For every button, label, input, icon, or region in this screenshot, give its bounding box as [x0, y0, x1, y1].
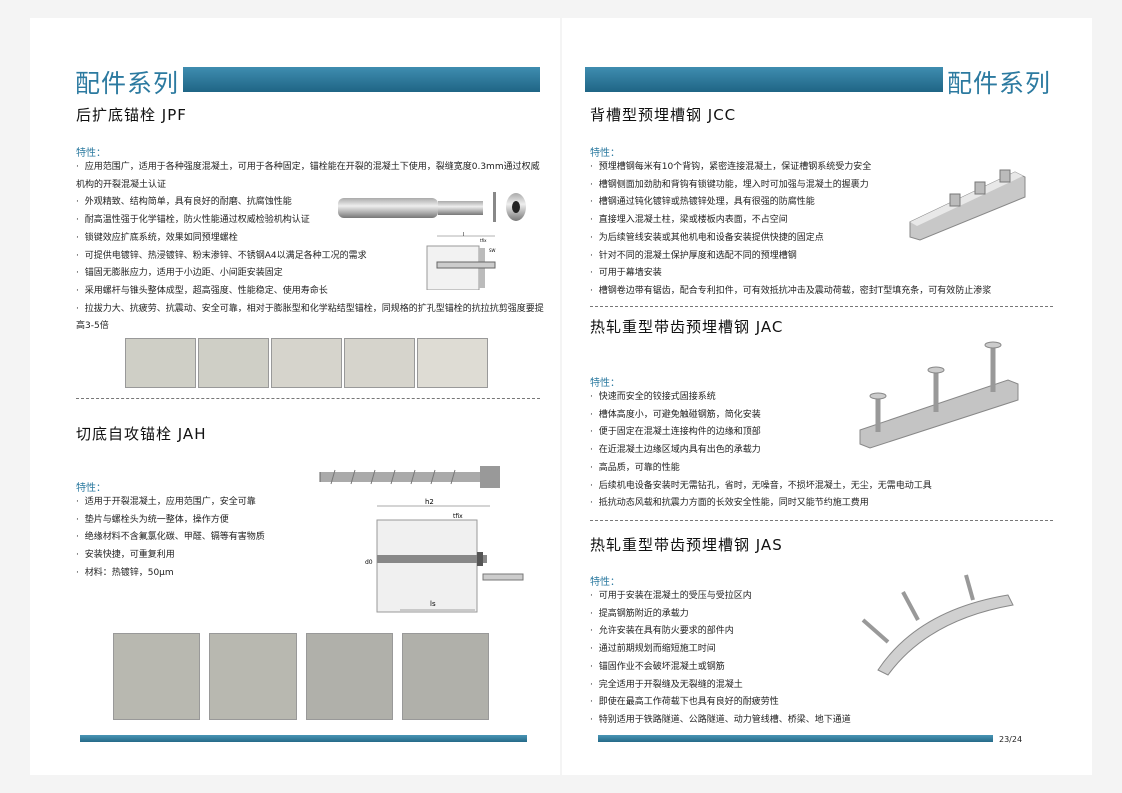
- jas-feature-list: 可用于安装在混凝土的受压与受拉区内 提高钢筋附近的承载力 允许安装在具有防火要求…: [590, 588, 851, 730]
- jcc-title: 背槽型预埋槽钢 JCC: [590, 106, 737, 124]
- dim-label-ls: ls: [430, 600, 436, 608]
- list-item: 适用于开裂混凝土，应用范围广，安全可靠: [76, 494, 265, 512]
- list-item: 便于固定在混凝土连接构件的边缘和顶部: [590, 424, 932, 442]
- list-item: 锚固无膨胀应力，适用于小边距、小间距安装固定: [76, 265, 544, 283]
- step-image: [209, 633, 297, 720]
- jpf-title: 后扩底锚栓 JPF: [76, 106, 187, 124]
- list-item: 垫片与螺栓头为统一整体，操作方便: [76, 512, 265, 530]
- list-item: 绝缘材料不含氟氯化碳、甲醛、镉等有害物质: [76, 529, 265, 547]
- list-item: 槽钢通过钝化镀锌或热镀锌处理，具有很强的防腐性能: [590, 194, 991, 212]
- list-item: 针对不同的混凝土保护厚度和选配不同的预埋槽钢: [590, 248, 991, 266]
- list-item: 高品质，可靠的性能: [590, 460, 932, 478]
- header-bar-right: [585, 67, 943, 92]
- list-item: 锚固作业不会破坏混凝土或钢筋: [590, 659, 851, 677]
- dim-label-tfix: tfix: [480, 238, 487, 243]
- dim-label-l: l: [463, 232, 464, 238]
- series-title-right: 配件系列: [947, 69, 1052, 98]
- step-image: [125, 338, 196, 388]
- jah-installation-steps: [113, 633, 489, 720]
- section-divider: [590, 520, 1053, 521]
- list-item: 应用范围广，适用于各种强度混凝土，可用于各种固定，锚栓能在开裂的混凝土下使用，裂…: [76, 159, 544, 194]
- dim-label-sw: SW: [489, 248, 496, 253]
- list-item: 材料：热镀锌，50μm: [76, 565, 265, 583]
- step-image: [344, 338, 415, 388]
- step-image: [113, 633, 201, 720]
- section-divider: [590, 306, 1053, 307]
- jac-title: 热轧重型带齿预埋槽钢 JAC: [590, 318, 784, 336]
- jah-title: 切底自攻锚栓 JAH: [76, 425, 207, 443]
- list-item: 槽钢侧面加劲肋和背钩有锁键功能，埋入时可加强与混凝土的握裹力: [590, 177, 991, 195]
- section-divider: [76, 398, 540, 399]
- header-bar-left: [183, 67, 540, 92]
- list-item: 外观精致、结构简单，具有良好的耐磨、抗腐蚀性能: [76, 194, 544, 212]
- step-image: [198, 338, 269, 388]
- list-item: 可用于幕墙安装: [590, 265, 991, 283]
- list-item: 直接埋入混凝土柱，梁或楼板内表面，不占空间: [590, 212, 991, 230]
- list-item: 提高钢筋附近的承载力: [590, 606, 851, 624]
- jac-channel-image: [859, 341, 1019, 449]
- dim-label-h2: h2: [425, 498, 434, 506]
- jpf-feature-list: 应用范围广，适用于各种强度混凝土，可用于各种固定，锚栓能在开裂的混凝土下使用，裂…: [76, 159, 544, 336]
- list-item: 拉拔力大、抗疲劳、抗震动、安全可靠，相对于膨胀型和化学粘结型锚栓，同规格的扩孔型…: [76, 301, 544, 336]
- list-item: 耐高温性强于化学锚栓，防火性能通过权威检验机构认证: [76, 212, 544, 230]
- list-item: 通过前期规划而缩短施工时间: [590, 641, 851, 659]
- footer-bar-left: [80, 735, 527, 742]
- list-item: 完全适用于开裂缝及无裂缝的混凝土: [590, 677, 851, 695]
- list-item: 抵抗动态风载和抗震力方面的长效安全性能，同时又能节约施工费用: [590, 495, 932, 513]
- list-item: 可提供电镀锌、热浸镀锌、粉末渗锌、不锈钢A4以满足各种工况的需求: [76, 248, 544, 266]
- jcc-features-label: 特性：: [590, 148, 620, 159]
- jah-screw-diagram: h2 tfix d0 ls: [319, 466, 524, 613]
- list-item: 即使在最高工作荷载下也具有良好的耐疲劳性: [590, 694, 851, 712]
- jcc-channel-image: [909, 169, 1026, 241]
- jas-title: 热轧重型带齿预埋槽钢 JAS: [590, 536, 783, 554]
- list-item: 采用螺杆与锥头整体成型，超高强度、性能稳定、使用寿命长: [76, 283, 544, 301]
- list-item: 允许安装在具有防火要求的部件内: [590, 623, 851, 641]
- page-number: 23/24: [999, 735, 1023, 744]
- dim-label-d0: d0: [365, 559, 373, 566]
- list-item: 特别适用于铁路隧道、公路隧道、动力管线槽、桥梁、地下通道: [590, 712, 851, 730]
- jpf-installation-steps: [125, 338, 488, 388]
- list-item: 后续机电设备安装时无需钻孔，省时，无噪音，不损坏混凝土，无尘，无需电动工具: [590, 478, 932, 496]
- list-item: 在近混凝土边缘区域内具有出色的承载力: [590, 442, 932, 460]
- list-item: 安装快捷，可重复利用: [76, 547, 265, 565]
- list-item: 锁键效应扩底系统，效果如同预埋螺栓: [76, 230, 544, 248]
- dim-label-tfix: tfix: [453, 513, 463, 520]
- jpf-anchor-image: [338, 192, 526, 222]
- jpf-install-diagram: l tfix SW: [426, 232, 496, 290]
- jah-feature-list: 适用于开裂混凝土，应用范围广，安全可靠 垫片与螺栓头为统一整体，操作方便 绝缘材…: [76, 494, 265, 583]
- jas-curved-channel-image: [861, 574, 1014, 676]
- step-image: [305, 633, 393, 720]
- list-item: 快速而安全的铰接式固接系统: [590, 389, 932, 407]
- jah-features-label: 特性：: [76, 483, 106, 494]
- series-title-left: 配件系列: [75, 69, 180, 98]
- jcc-feature-list: 预埋槽钢每米有10个背钩，紧密连接混凝土，保证槽钢系统受力安全 槽钢侧面加劲肋和…: [590, 159, 992, 301]
- jas-features-label: 特性：: [590, 577, 620, 588]
- jpf-features-label: 特性：: [76, 148, 106, 159]
- footer-bar-right: [598, 735, 993, 742]
- list-item: 可用于安装在混凝土的受压与受拉区内: [590, 588, 851, 606]
- jac-features-label: 特性：: [590, 378, 620, 389]
- list-item: 为后续管线安装或其他机电和设备安装提供快捷的固定点: [590, 230, 991, 248]
- step-image: [401, 633, 489, 720]
- jac-feature-list: 快速而安全的铰接式固接系统 槽体高度小，可避免触碰钢筋，简化安装 便于固定在混凝…: [590, 389, 932, 513]
- list-item: 预埋槽钢每米有10个背钩，紧密连接混凝土，保证槽钢系统受力安全: [590, 159, 991, 177]
- list-item: 槽钢卷边带有锯齿，配合专利扣件，可有效抵抗冲击及震动荷载，密封T型填充条，可有效…: [590, 283, 992, 301]
- list-item: 槽体高度小，可避免触碰钢筋，简化安装: [590, 407, 932, 425]
- step-image: [271, 338, 342, 388]
- step-image: [417, 338, 488, 388]
